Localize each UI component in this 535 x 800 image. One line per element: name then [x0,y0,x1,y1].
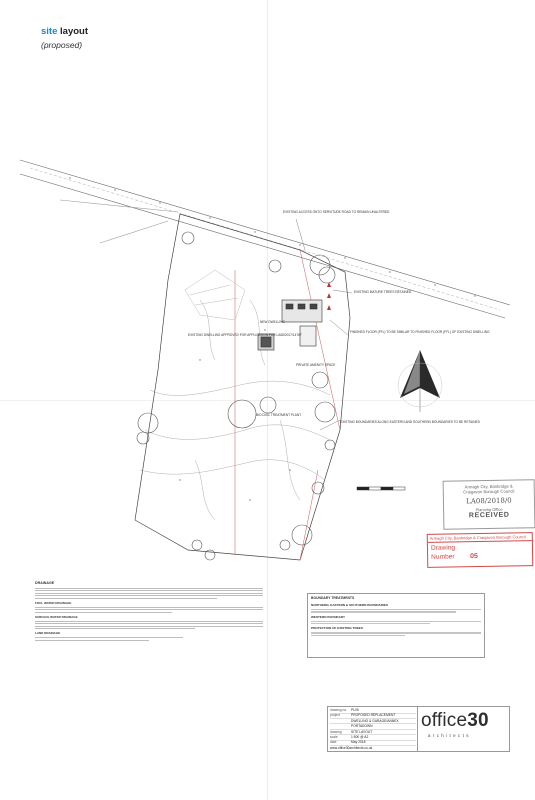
tb-key: drawing [330,729,342,734]
boundary-heading: BOUNDARY TREATMENTS [311,596,355,600]
council-line2: Craigavon Borough Council [463,488,515,495]
title-prefix: site [41,26,58,37]
notes-paragraph-4 [35,637,263,641]
road [19,159,511,319]
tb-row: drawing no.PL05 [330,708,416,714]
fold-line-horizontal [0,400,535,401]
notes-heading: DRAINAGE [35,581,55,585]
red-stamp-drawing-number: 05 [470,553,478,561]
logo-number: 30 [467,710,489,731]
new-dwelling-footprint [257,299,323,351]
title-block-details: drawing no.PL05 project PROPOSED REPLACEM… [328,707,418,751]
drawing-number-stamp: Armagh City, Banbridge & Craigavon Borou… [426,532,534,568]
tb-value: 1:500 @ A2 [351,735,369,739]
trees [136,231,336,561]
label-finished-floor: FINISHED FLOOR (FFL) TO BE SIMILAR TO FI… [350,330,490,334]
tb-value: May 2018 [351,740,366,745]
drainage-notes: DRAINAGE FOUL WATER DRAINAGE SURFACE WAT… [35,581,263,643]
plan-annotations: EXISTING ACCESS ONTO SERVITUDE ROAD TO R… [188,210,490,424]
tb-value: DWELLING & GARAGE/ANNEX [351,718,399,723]
boundary-section-3: PROTECTION OF EXISTING TREES [311,626,363,631]
tb-row: scale 1:500 @ A2 [330,735,416,741]
scale-bar [356,486,406,491]
leader-lines [295,218,353,431]
label-new-dwelling: NEW DWELLING [260,320,285,324]
label-existing-trees: EXISTING MATURE TREES RETAINED [354,290,412,294]
existing-dwelling-footprint [184,269,246,321]
tb-key: scale [330,735,338,739]
notes-subheading-3: LAND DRAINAGE [35,631,61,636]
stamp-received: RECEIVED [468,511,510,520]
red-tree-marks [327,282,331,310]
stamp-date: LA08/2018/0 [466,496,512,506]
drawing-title: site layout [41,26,88,37]
title-suffix: layout [60,26,88,37]
tb-key: date [330,740,337,745]
tb-value: PORTADOWN [351,724,373,729]
label-boundaries: EXISTING BOUNDARIES ALONG EASTERN AND SO… [340,420,481,424]
red-stamp-council: Armagh City, Banbridge & Craigavon Borou… [427,533,532,543]
notes-paragraph-1 [35,587,263,599]
boundary-treatments-box: BOUNDARY TREATMENTS NORTHERN, EASTERN & … [307,593,485,658]
drawing-subtitle: (proposed) [41,40,83,50]
tb-value: PROPOSED REPLACEMENT [351,713,396,718]
title-block: drawing no.PL05 project PROPOSED REPLACEM… [327,706,510,752]
tb-value: www.office30architects.co.uk [330,745,373,750]
notes-paragraph-2 [35,606,263,613]
label-treatment-plant: BIO DISC TREATMENT PLANT [256,413,301,417]
tb-row: date May 2018 [330,740,416,746]
logo-subtitle: architects [428,733,471,738]
tb-row: PORTADOWN [330,724,416,730]
boundary-section-1: NORTHERN, EASTERN & SOUTHERN BOUNDARIES [311,602,389,607]
tb-row: project PROPOSED REPLACEMENT [330,713,416,719]
site-boundary [134,213,351,561]
notes-subheading-2: SURFACE WATER DRAINAGE [35,614,78,619]
boundary-section-2: WESTERN BOUNDARY [311,614,346,619]
red-stamp-number-label: Number [431,553,455,561]
label-existing-dwelling: EXISTING DWELLING APPROVED FOR APPLICATI… [188,333,302,337]
logo-word: office [421,710,468,731]
label-private-amenity: PRIVATE AMENITY SPACE [296,363,335,367]
tb-row: drawing SITE LAYOUT [330,730,416,736]
tb-row: www.office30architects.co.uk [330,746,416,751]
red-stamp-drawing-label: Drawing [430,544,456,552]
tb-key: project [330,713,340,718]
tb-row: DWELLING & GARAGE/ANNEX [330,719,416,725]
tb-key: drawing no. [330,708,348,712]
north-arrow [397,350,443,412]
contour-lines [139,299,331,521]
council-received-stamp: Armagh City, Banbridge &Craigavon Boroug… [442,479,535,530]
tb-value: SITE LAYOUT [351,729,373,734]
office30-logo: office30 [421,711,489,731]
label-existing-access: EXISTING ACCESS ONTO SERVITUDE ROAD TO R… [283,210,390,214]
spot-levels [69,177,476,501]
notes-paragraph-3 [35,620,263,630]
tb-value: PL05 [351,708,359,712]
notes-subheading-1: FOUL WATER DRAINAGE [35,600,72,605]
